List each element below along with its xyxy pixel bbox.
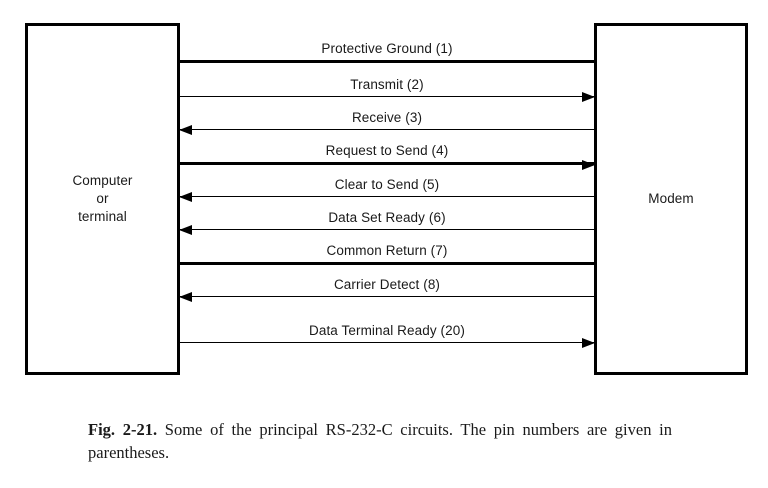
figure-number: Fig. 2-21. [88, 420, 158, 439]
signal-line [179, 292, 594, 302]
signal-line [179, 192, 594, 202]
signal-line [179, 125, 594, 135]
arrowhead-left-icon [179, 125, 192, 135]
signal-line [180, 262, 594, 265]
rs232-circuits-diagram: Computer or terminal Modem Protective Gr… [25, 23, 748, 375]
arrowhead-right-icon [582, 92, 595, 102]
signal-label: Carrier Detect (8) [333, 277, 441, 292]
arrowhead-left-icon [179, 225, 192, 235]
arrowhead-right-icon [582, 338, 595, 348]
signal-label: Transmit (2) [350, 77, 424, 92]
signal-label: Clear to Send (5) [334, 177, 440, 192]
figure-caption-text: Some of the principal RS-232-C circuits.… [88, 420, 672, 462]
signal-label: Data Terminal Ready (20) [309, 323, 465, 338]
arrowhead-right-icon [582, 160, 595, 170]
computer-terminal-box: Computer or terminal [25, 23, 180, 375]
signal-line [180, 60, 594, 63]
signal-label: Protective Ground (1) [321, 41, 453, 56]
signal-line [180, 160, 595, 170]
signal-line [179, 225, 594, 235]
signal-label: Request to Send (4) [325, 143, 449, 158]
modem-label: Modem [648, 191, 694, 206]
signal-line [180, 92, 595, 102]
arrowhead-left-icon [179, 192, 192, 202]
signal-label: Receive (3) [351, 110, 423, 125]
figure-caption: Fig. 2-21. Some of the principal RS-232-… [88, 418, 672, 464]
signal-line [180, 338, 595, 348]
arrowhead-left-icon [179, 292, 192, 302]
computer-terminal-label: Computer or terminal [72, 173, 133, 224]
signal-label: Common Return (7) [326, 243, 448, 258]
signal-label: Data Set Ready (6) [328, 210, 446, 225]
modem-box: Modem [594, 23, 748, 375]
